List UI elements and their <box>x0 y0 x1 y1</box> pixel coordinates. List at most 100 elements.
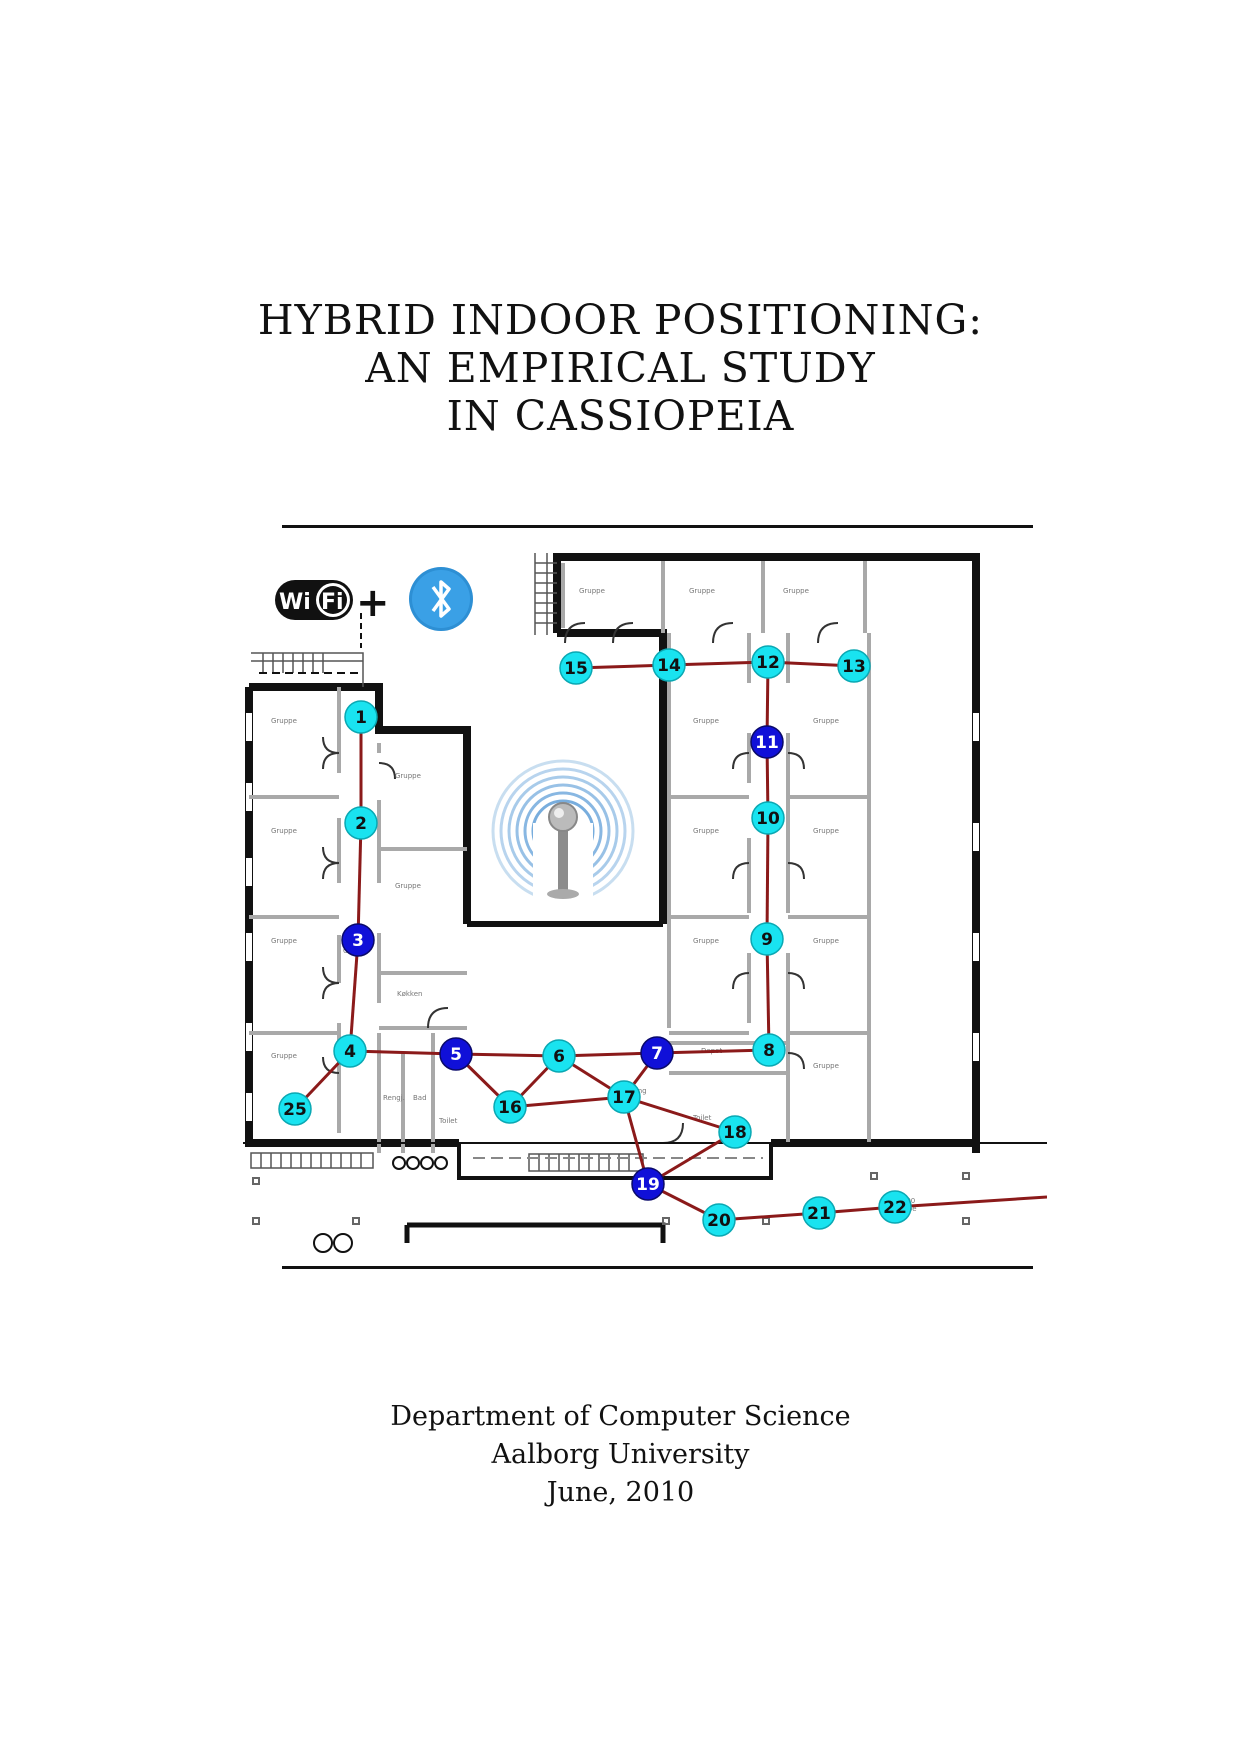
wifi-logo-icon: Wi Fi <box>275 580 353 620</box>
graph-node-1: 1 <box>344 700 378 734</box>
graph-node-circle-1 <box>344 700 378 734</box>
graph-node-circle-25 <box>278 1092 312 1126</box>
room-label: Gruppe <box>395 772 421 780</box>
room-label: Gruppe <box>271 1052 297 1060</box>
wifi-logo-text-fi: Fi <box>321 590 344 615</box>
graph-node-circle-4 <box>333 1034 367 1068</box>
graph-node-label-20: 20 <box>707 1211 731 1231</box>
graph-node-circle-13 <box>837 649 871 683</box>
room-labels: Gruppe Gruppe Gruppe Gruppe Gruppe Grupp… <box>271 587 917 1213</box>
graph-node-10: 10 <box>751 801 785 835</box>
graph-node-label-10: 10 <box>756 809 780 829</box>
footer-date: June, 2010 <box>546 1477 695 1508</box>
graph-node-label-14: 14 <box>657 656 681 676</box>
graph-node-circle-18 <box>718 1115 752 1149</box>
graph-node-7: 7 <box>640 1036 674 1070</box>
graph-node-label-12: 12 <box>756 653 780 673</box>
toilet-label: Toilet <box>438 1117 458 1125</box>
room-label: Gruppe <box>579 587 605 595</box>
room-label: Gruppe <box>813 717 839 725</box>
room-label: Gruppe <box>783 587 809 595</box>
cleaning-room-label: Rengj. <box>383 1094 405 1102</box>
graph-node-20: 20 <box>702 1203 736 1237</box>
graph-node-label-15: 15 <box>564 659 588 679</box>
graph-node-19: 19 <box>631 1167 665 1201</box>
graph-node-15: 15 <box>559 651 593 685</box>
plus-sign: + <box>356 580 390 626</box>
graph-node-9: 9 <box>750 922 784 956</box>
room-label: Gruppe <box>689 587 715 595</box>
graph-edge-18-19 <box>647 1130 736 1186</box>
graph-node-12: 12 <box>751 645 785 679</box>
graph-node-circle-14 <box>652 648 686 682</box>
footer-university: Aalborg University <box>491 1439 750 1470</box>
graph-node-label-7: 7 <box>651 1044 663 1064</box>
graph-node-circle-6 <box>542 1039 576 1073</box>
title-line-2: AN EMPIRICAL STUDY <box>365 344 876 392</box>
graph-node-circle-5 <box>439 1037 473 1071</box>
graph-node-label-5: 5 <box>450 1045 462 1065</box>
graph-node-circle-21 <box>802 1196 836 1230</box>
graph-node-16: 16 <box>493 1090 527 1124</box>
graph-node-label-11: 11 <box>755 733 779 753</box>
graph-node-circle-10 <box>751 801 785 835</box>
graph-node-label-13: 13 <box>842 657 866 677</box>
graph-node-label-19: 19 <box>636 1175 660 1195</box>
graph-node-label-25: 25 <box>283 1100 307 1120</box>
graph-node-label-21: 21 <box>807 1204 831 1224</box>
graph-node-circle-3 <box>341 923 375 957</box>
graph-edge-8-9 <box>765 938 771 1051</box>
graph-edge-2-3 <box>356 822 363 941</box>
bluetooth-logo-icon <box>409 567 473 631</box>
room-label: Gruppe <box>813 1062 839 1070</box>
wifi-logo-text-wi: Wi <box>279 590 311 615</box>
document-footer: Department of Computer Science Aalborg U… <box>0 1398 1241 1512</box>
graph-edge-17-18 <box>623 1095 736 1134</box>
graph-node-circle-8 <box>752 1033 786 1067</box>
graph-node-label-4: 4 <box>344 1042 356 1062</box>
room-label: Gruppe <box>693 937 719 945</box>
floorplan-svg: Wi Fi + <box>243 553 1048 1253</box>
room-label: Gruppe <box>271 827 297 835</box>
stairs <box>250 553 644 1172</box>
graph-node-label-17: 17 <box>612 1088 636 1108</box>
door-swings <box>322 622 839 1144</box>
graph-node-circle-15 <box>559 651 593 685</box>
bottom-rule <box>282 1266 1033 1269</box>
graph-node-5: 5 <box>439 1037 473 1071</box>
graph-node-circle-11 <box>750 725 784 759</box>
graph-node-13: 13 <box>837 649 871 683</box>
graph-node-17: 17 <box>607 1080 641 1114</box>
graph-node-label-22: 22 <box>883 1198 907 1218</box>
graph-edge-4-5 <box>349 1049 457 1056</box>
footer-department: Department of Computer Science <box>390 1401 851 1432</box>
room-label: Gruppe <box>395 882 421 890</box>
access-point-icon <box>491 759 635 903</box>
room-label: Toilet <box>692 1114 712 1122</box>
graph-node-circle-17 <box>607 1080 641 1114</box>
document-title: HYBRID INDOOR POSITIONING: AN EMPIRICAL … <box>0 296 1241 440</box>
room-label: Gruppe <box>271 937 297 945</box>
graph-node-label-3: 3 <box>352 931 364 951</box>
bath-label: Bad <box>413 1094 427 1102</box>
room-label: Gruppe <box>813 827 839 835</box>
graph-node-11: 11 <box>750 725 784 759</box>
top-rule <box>282 525 1033 528</box>
graph-node-21: 21 <box>802 1196 836 1230</box>
graph-node-18: 18 <box>718 1115 752 1149</box>
outer-posts <box>252 1172 970 1225</box>
graph-node-label-2: 2 <box>355 814 367 834</box>
graph-node-2: 2 <box>344 806 378 840</box>
room-label: Gruppe <box>813 937 839 945</box>
graph-node-14: 14 <box>652 648 686 682</box>
graph-node-3: 3 <box>341 923 375 957</box>
graph-node-circle-20 <box>702 1203 736 1237</box>
graph-node-25: 25 <box>278 1092 312 1126</box>
floorplan-figure: Wi Fi + <box>243 553 1048 1260</box>
graph-node-circle-22 <box>878 1190 912 1224</box>
graph-node-label-6: 6 <box>553 1047 565 1067</box>
graph-node-8: 8 <box>752 1033 786 1067</box>
graph-node-22: 22 <box>878 1190 912 1224</box>
graph-node-4: 4 <box>333 1034 367 1068</box>
